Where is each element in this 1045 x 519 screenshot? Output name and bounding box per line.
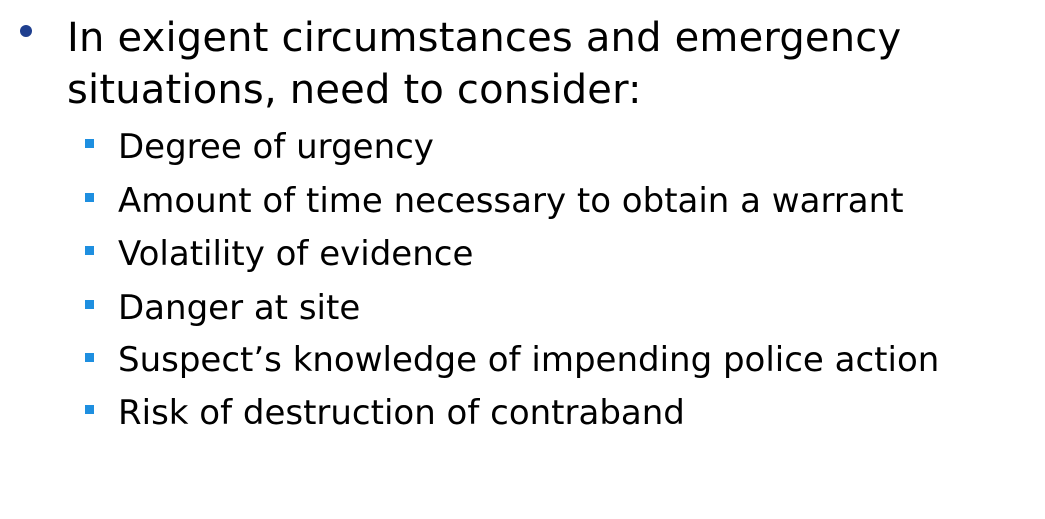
sub-bullet-text: Volatility of evidence [118,234,474,274]
square-bullet-icon [85,404,94,414]
square-bullet-icon [85,246,94,255]
square-bullet-icon [85,299,94,309]
square-bullet-icon [85,139,94,148]
sub-bullet-text: Suspect’s knowledge of impending police … [118,340,940,380]
main-bullet-text: In exigent circumstances and emergency s… [67,15,902,113]
square-bullet-icon [85,353,94,362]
sub-bullet-item: Degree of urgency [83,124,1033,170]
main-bullet-item: In exigent circumstances and emergency s… [20,12,1035,116]
sub-bullet-text: Risk of destruction of contraband [118,392,685,433]
sub-bullet-text: Amount of time necessary to obtain a war… [118,180,904,221]
sub-bullet-item: Risk of destruction of contraband [83,390,1033,436]
sub-bullet-text: Degree of urgency [118,127,434,167]
round-bullet-icon [20,25,32,37]
square-bullet-icon [85,192,94,202]
sub-bullet-list: Degree of urgency Amount of time necessa… [83,124,1033,443]
sub-bullet-item: Danger at site [83,285,1033,331]
sub-bullet-item: Suspect’s knowledge of impending police … [83,338,1033,382]
sub-bullet-item: Volatility of evidence [83,231,1033,277]
sub-bullet-text: Danger at site [118,287,361,328]
sub-bullet-item: Amount of time necessary to obtain a war… [83,178,1033,224]
